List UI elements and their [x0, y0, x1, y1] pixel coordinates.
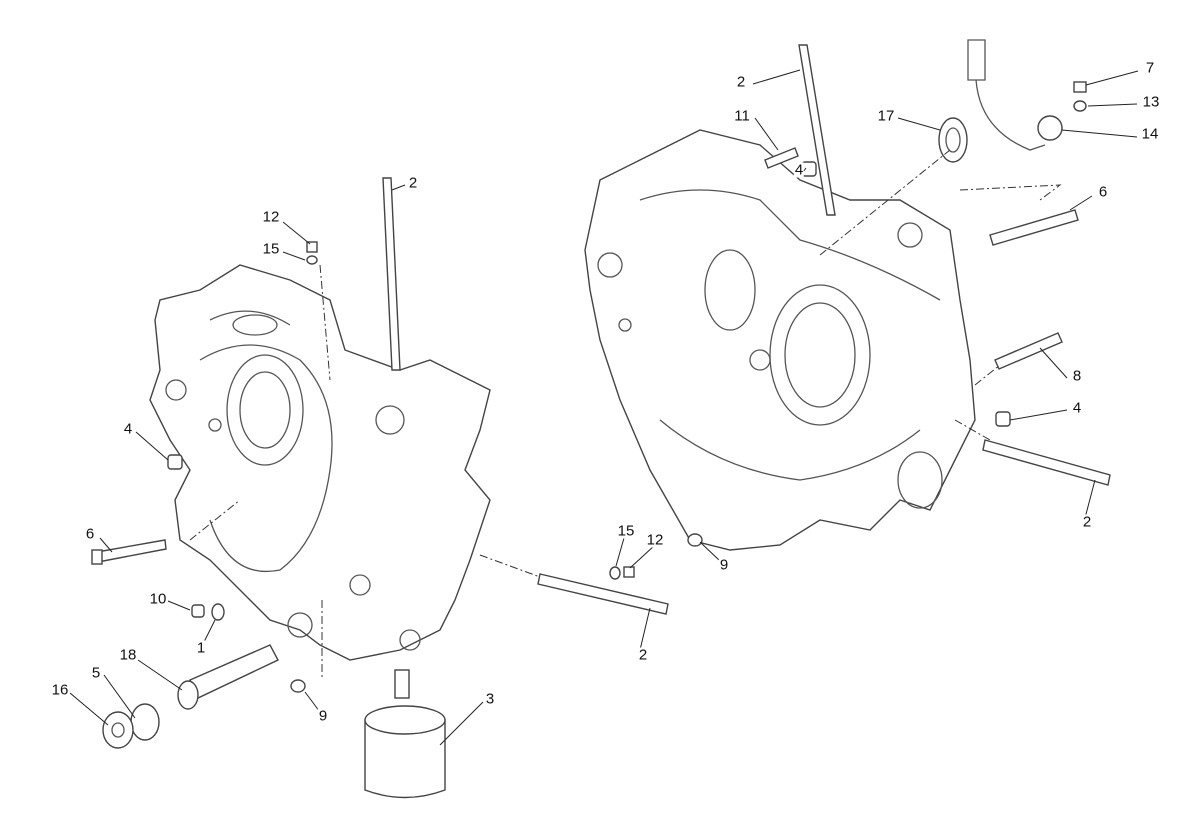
callout-11: 11	[733, 107, 751, 125]
callout-3: 3	[484, 690, 496, 708]
right-crankcase	[584, 129, 976, 551]
callout-5: 5	[90, 664, 102, 682]
callout-9: 9	[718, 556, 730, 574]
callout-2: 2	[735, 73, 747, 91]
callout-1: 1	[195, 639, 207, 657]
callout-12: 12	[645, 531, 665, 549]
callout-4: 4	[122, 420, 134, 438]
callout-16: 16	[50, 681, 70, 699]
callout-13: 13	[1141, 93, 1161, 111]
callout-4: 4	[1071, 399, 1083, 417]
callout-18: 18	[118, 646, 138, 664]
callout-2: 2	[1081, 513, 1093, 531]
callout-12: 12	[261, 208, 281, 226]
callout-2: 2	[407, 174, 419, 192]
callout-2: 2	[637, 646, 649, 664]
callout-15: 15	[616, 522, 636, 540]
callout-17: 17	[876, 107, 896, 125]
callout-6: 6	[84, 525, 96, 543]
callout-4: 4	[793, 161, 805, 179]
callout-10: 10	[148, 590, 168, 608]
callout-7: 7	[1144, 59, 1156, 77]
oil-filter	[364, 719, 446, 799]
callout-8: 8	[1071, 367, 1083, 385]
left-crankcase	[149, 264, 491, 661]
callout-6: 6	[1097, 183, 1109, 201]
callout-14: 14	[1140, 125, 1160, 143]
callout-9: 9	[317, 707, 329, 725]
callout-15: 15	[261, 240, 281, 258]
